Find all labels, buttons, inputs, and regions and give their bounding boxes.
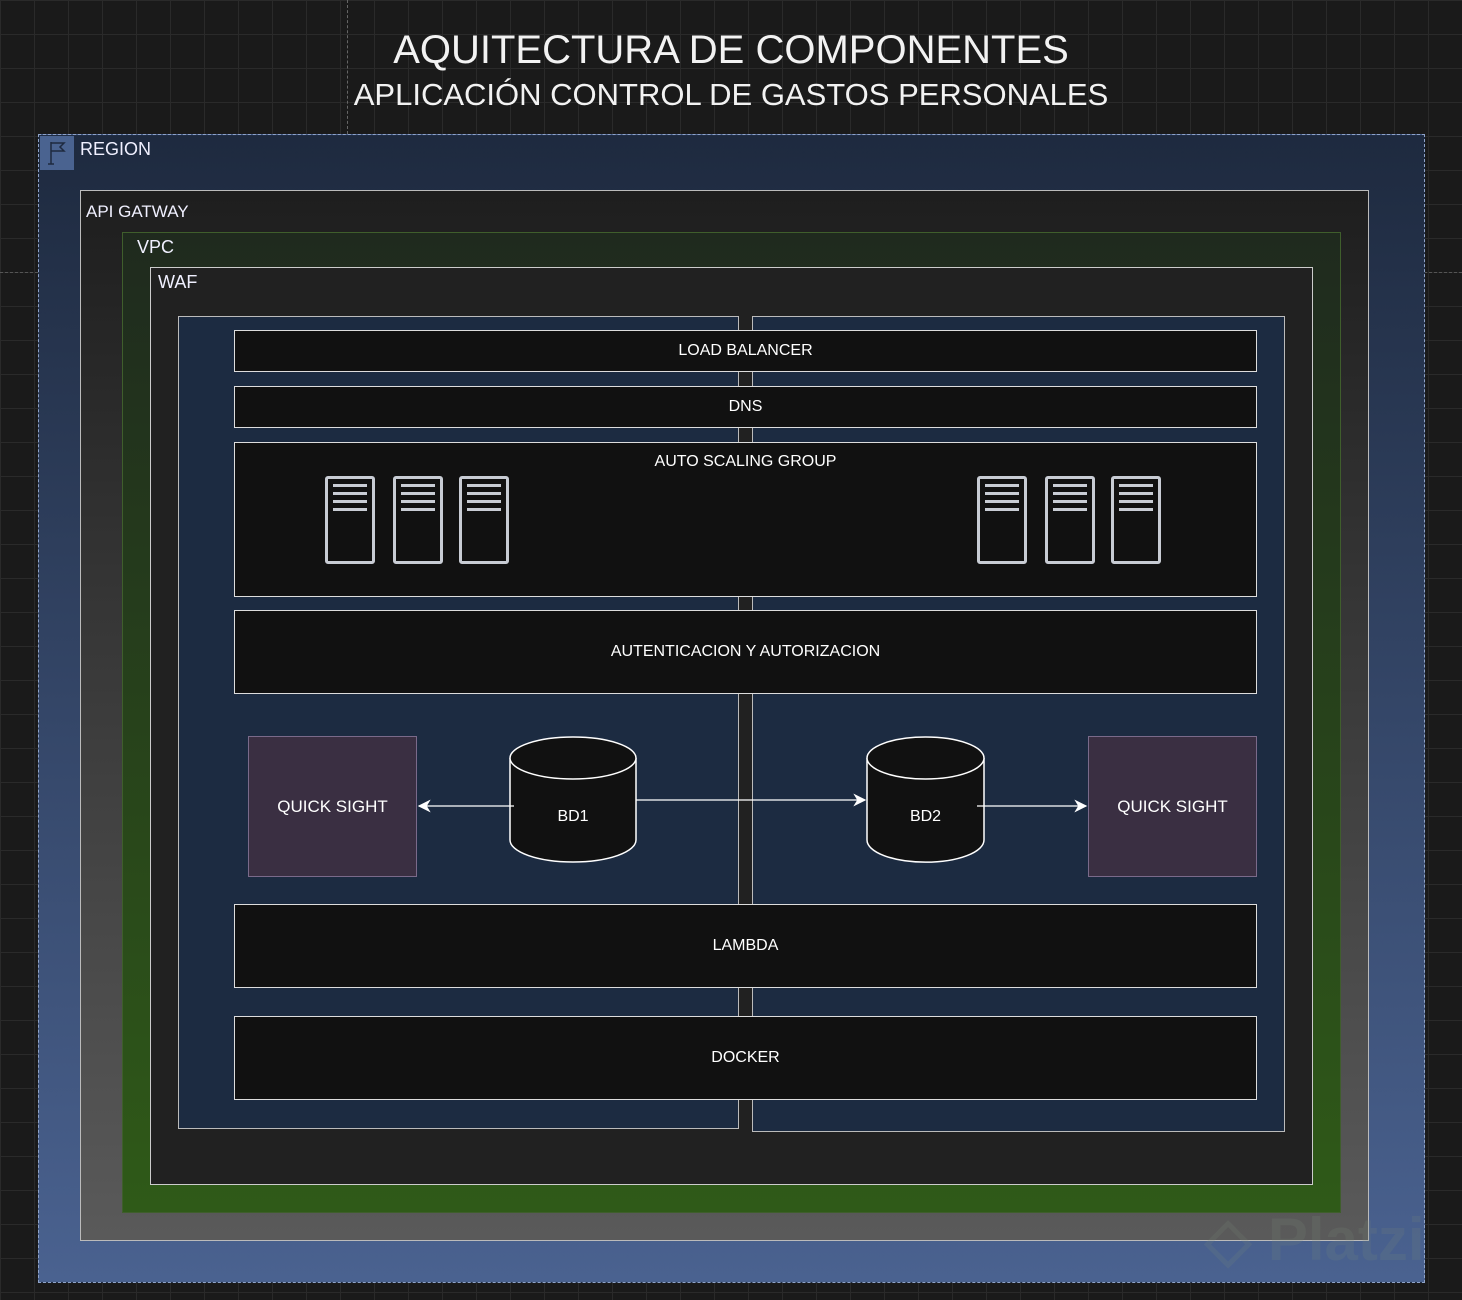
server-icon [459,476,509,564]
diagram-title: AQUITECTURA DE COMPONENTES [393,28,1069,72]
platzi-watermark-logo: ◇ Platzi [1205,1206,1425,1273]
quick-sight-left[interactable]: QUICK SIGHT [248,736,417,877]
server-icon [325,476,375,564]
bd1-cylinder[interactable] [509,736,637,863]
vpc-label: VPC [137,237,175,257]
quick-sight-right[interactable]: QUICK SIGHT [1088,736,1257,877]
bd2-cylinder[interactable] [866,736,985,863]
dns-label: DNS [728,398,763,415]
bd2-label: BD2 [909,808,942,825]
auto-scaling-group-label: AUTO SCALING GROUP [654,453,837,470]
auth-label: AUTENTICACION Y AUTORIZACION [610,643,881,660]
api-gateway-label: API GATWAY [86,202,189,221]
load-balancer[interactable]: LOAD BALANCER [234,330,1257,372]
server-icon [1111,476,1161,564]
docker[interactable]: DOCKER [234,1016,1257,1100]
flag-icon [40,136,74,170]
quick-sight-label: QUICK SIGHT [277,796,388,816]
guide-line [347,0,348,134]
server-icon [1045,476,1095,564]
lambda[interactable]: LAMBDA [234,904,1257,988]
quick-sight-label: QUICK SIGHT [1117,796,1228,816]
region-label: REGION [80,139,152,159]
waf-label: WAF [158,272,198,292]
bd1-label: BD1 [557,808,589,825]
server-icon [977,476,1027,564]
auto-scaling-group[interactable]: AUTO SCALING GROUP [234,442,1257,597]
lambda-label: LAMBDA [712,937,779,954]
dns[interactable]: DNS [234,386,1257,428]
diagram-subtitle: APLICACIÓN CONTROL DE GASTOS PERSONALES [353,77,1109,112]
auth-service[interactable]: AUTENTICACION Y AUTORIZACION [234,610,1257,694]
load-balancer-label: LOAD BALANCER [678,342,813,359]
docker-label: DOCKER [711,1049,780,1066]
server-icon [393,476,443,564]
